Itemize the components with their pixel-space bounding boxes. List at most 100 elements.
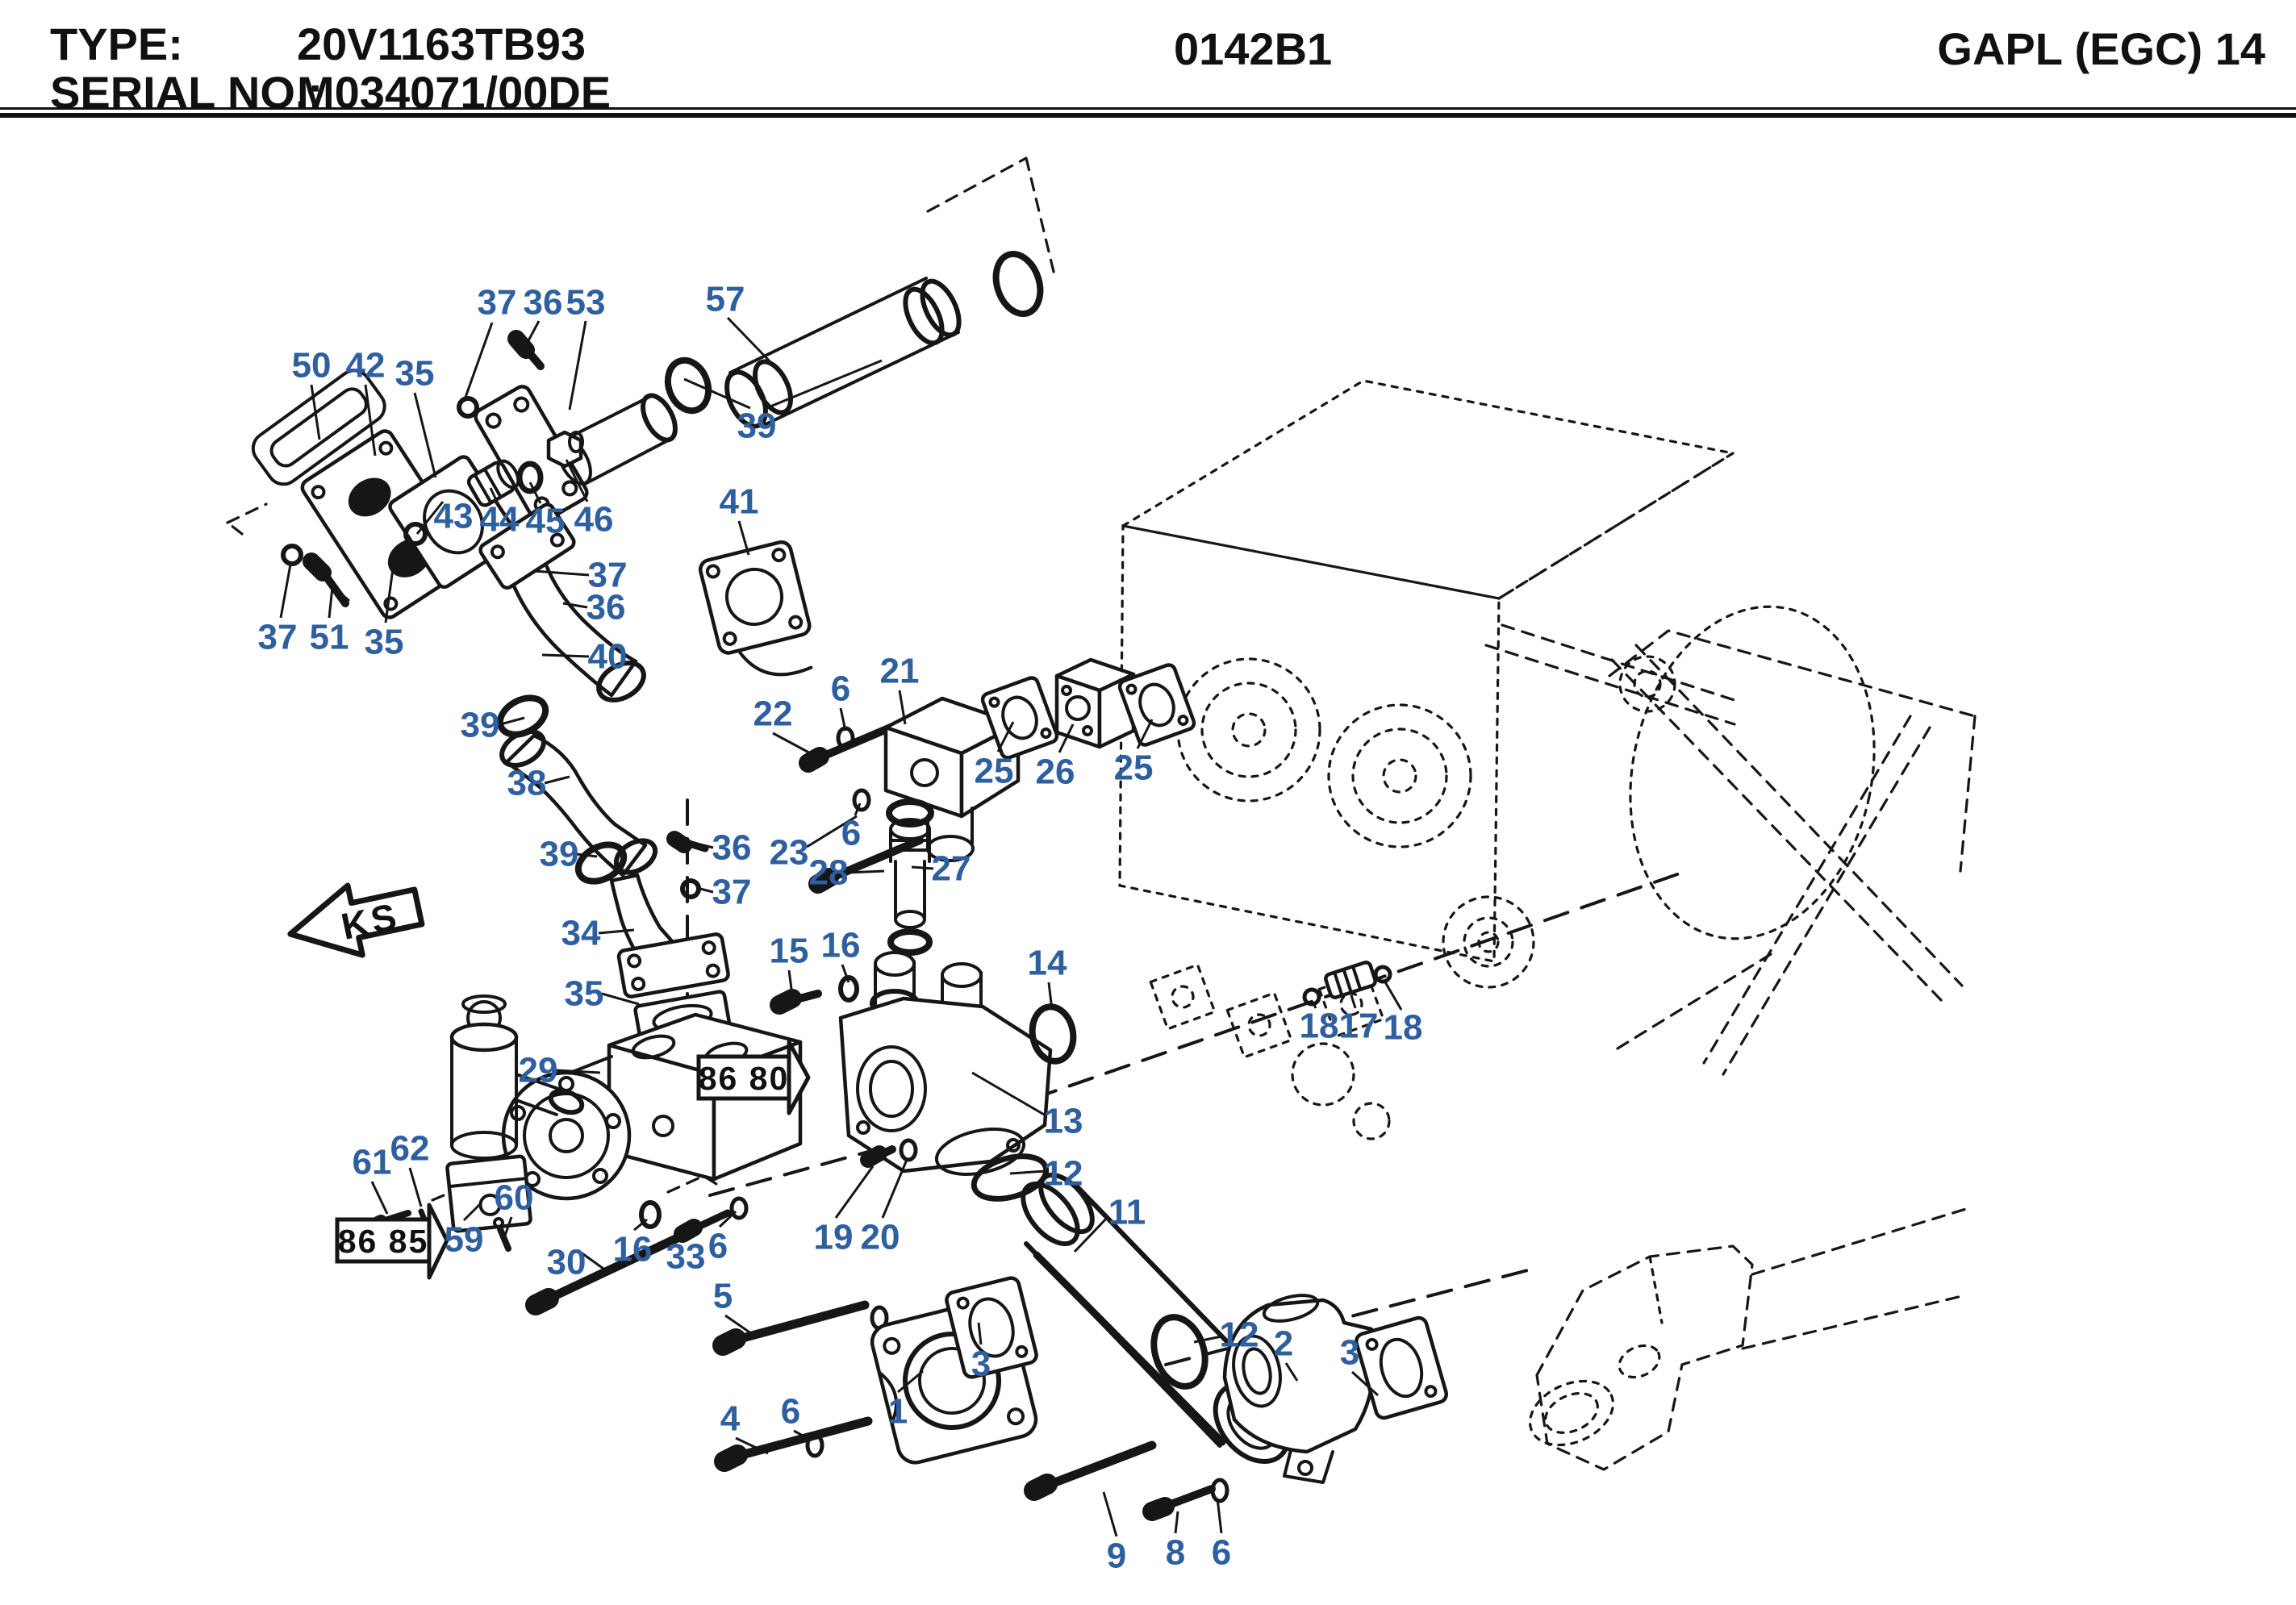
part-34-elbow — [609, 873, 730, 998]
leader-line-25 — [1136, 719, 1154, 749]
part-5-bolt — [712, 1300, 870, 1356]
callout-62: 62 — [390, 1129, 430, 1169]
leader-line-60 — [503, 1216, 513, 1236]
leader-line-6 — [793, 1429, 812, 1442]
part-44-plug — [466, 459, 520, 507]
callout-21: 21 — [880, 652, 920, 691]
leader-line-4 — [735, 1436, 769, 1455]
part-6-washer-e — [805, 1432, 824, 1458]
leader-line-42 — [364, 384, 377, 456]
leader-line-35 — [601, 992, 640, 1006]
callout-3: 3 — [1340, 1333, 1359, 1373]
leader-line-13 — [971, 1071, 1046, 1117]
part-25-gasket-right — [1117, 663, 1196, 747]
leader-line-53 — [568, 320, 587, 411]
callout-35: 35 — [365, 623, 404, 662]
part-59-valve — [445, 994, 585, 1233]
part-60-pin — [493, 1217, 511, 1252]
callout-46: 46 — [574, 500, 614, 540]
part-6-washer-b — [852, 788, 871, 812]
callout-11: 11 — [1108, 1193, 1146, 1232]
callout-27: 27 — [932, 849, 971, 889]
leader-line-11 — [1073, 1215, 1110, 1253]
part-50-clamp — [251, 369, 386, 486]
callout-37: 37 — [712, 873, 752, 912]
leader-line-12 — [1009, 1169, 1046, 1175]
manifold-reference — [1528, 1207, 1970, 1471]
leader-line-30 — [577, 1249, 604, 1270]
leader-line-33 — [686, 1222, 700, 1238]
callout-12: 12 — [1220, 1315, 1259, 1355]
callout-15: 15 — [770, 932, 809, 971]
callout-29: 29 — [519, 1051, 558, 1090]
callout-12: 12 — [1044, 1154, 1083, 1194]
callout-61: 61 — [353, 1143, 392, 1182]
part-12-oring-b — [1150, 1314, 1209, 1390]
part-3-gasket-right — [1354, 1315, 1449, 1420]
header-rule-thick — [0, 113, 2296, 118]
callout-36: 36 — [587, 588, 626, 627]
leader-line-6 — [854, 802, 862, 816]
part-27-28-sleeve — [886, 798, 934, 956]
callout-22: 22 — [754, 694, 793, 734]
leader-line-18 — [1383, 980, 1403, 1011]
leader-line-16 — [633, 1218, 648, 1232]
leader-line-6 — [1216, 1498, 1223, 1534]
leader-line-6 — [718, 1210, 737, 1228]
leader-line-45 — [528, 482, 542, 504]
part-51-bolt — [303, 552, 350, 607]
leader-line-27 — [911, 865, 934, 870]
leader-line-22 — [772, 732, 817, 758]
callout-25: 25 — [975, 752, 1014, 791]
part-8-bolt — [1142, 1485, 1216, 1521]
callout-60: 60 — [495, 1178, 534, 1218]
leader-line-15 — [787, 969, 794, 996]
callout-8: 8 — [1166, 1533, 1185, 1573]
leader-line-35 — [413, 392, 437, 478]
callout-6: 6 — [831, 669, 850, 709]
callout-9: 9 — [1107, 1536, 1126, 1576]
part-16-washer-a — [838, 975, 859, 1003]
part-39-oring-a — [664, 356, 712, 415]
callout-4: 4 — [720, 1399, 741, 1439]
part-14-oring — [1029, 1003, 1077, 1065]
callout-6: 6 — [781, 1392, 800, 1432]
part-15-bolt — [770, 989, 822, 1015]
leader-line-6 — [839, 707, 847, 732]
leader-line-37 — [699, 887, 714, 894]
part-39-oring-d — [574, 841, 628, 885]
ref-86-80-label: 86 80 — [699, 1060, 790, 1097]
leader-line-61 — [370, 1181, 389, 1215]
part-40-elbow — [478, 502, 646, 702]
leader-line-3 — [1350, 1370, 1380, 1397]
part-6-washer-f — [1210, 1478, 1229, 1503]
engine-block-reference — [1118, 379, 1741, 1140]
callout-5: 5 — [713, 1277, 733, 1316]
leader-line-50 — [310, 384, 321, 440]
leader-line-21 — [898, 690, 907, 725]
callout-14: 14 — [1028, 944, 1067, 983]
callout-36: 36 — [524, 283, 563, 323]
part-17-fitting — [1324, 961, 1377, 999]
part-18-ring-a — [1302, 987, 1321, 1007]
callout-6: 6 — [1212, 1533, 1231, 1573]
part-3-gasket-left — [945, 1276, 1038, 1379]
part-38-pipe — [499, 729, 658, 878]
leader-line-14 — [1047, 982, 1054, 1011]
callout-45: 45 — [526, 502, 566, 541]
leader-line-1 — [897, 1369, 924, 1394]
leader-line-40 — [541, 653, 590, 658]
ref-86-85-label: 86 85 — [338, 1223, 429, 1260]
callout-39: 39 — [540, 835, 579, 874]
type-label: TYPE: — [50, 19, 183, 69]
callout-50: 50 — [292, 346, 332, 386]
header-rule-thin — [0, 107, 2296, 110]
callout-30: 30 — [547, 1243, 587, 1282]
ref-arrow-86-80 — [696, 1040, 811, 1115]
leader-line-62 — [408, 1167, 423, 1207]
catalog-ref: GAPL (EGC) 14 — [1937, 23, 2265, 74]
callout-57: 57 — [706, 280, 745, 319]
leader-line-38 — [544, 775, 570, 785]
